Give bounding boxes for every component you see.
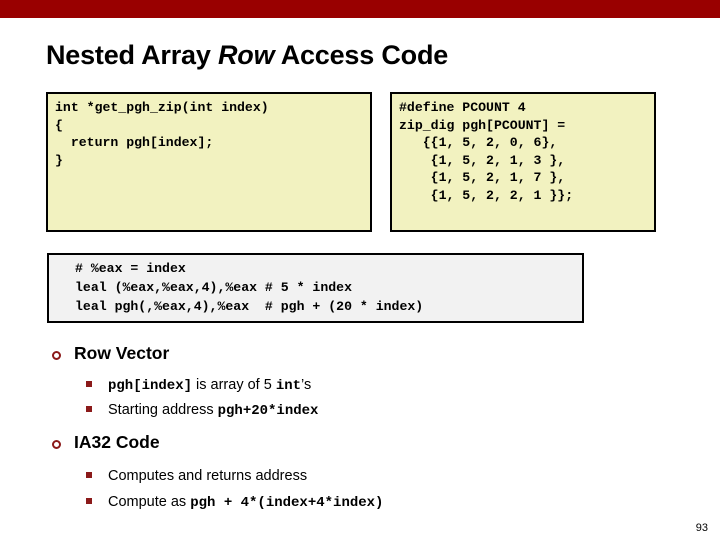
text-span-is-array-of: is array of 5 <box>192 377 276 393</box>
subbullet-computes-returns-address: Computes and returns address <box>86 467 307 485</box>
page-title: Nested Array Row Access Code <box>46 40 686 71</box>
title-italic-word: Row <box>217 40 275 70</box>
bullet-ia32-code-label: IA32 Code <box>74 432 160 452</box>
subbullet-text: Compute as pgh + 4*(index+4*index) <box>108 494 383 511</box>
code-span-int: int <box>275 378 302 394</box>
square-bullet-icon <box>86 401 108 419</box>
subbullet-text: Starting address pgh+20*index <box>108 402 318 419</box>
subbullet-text: Computes and returns address <box>108 468 308 484</box>
text-span-starting-address: Starting address <box>108 402 218 418</box>
subbullet-compute-as-expression: Compute as pgh + 4*(index+4*index) <box>86 493 383 511</box>
bullet-row-vector: Row Vector <box>52 343 169 364</box>
subbullet-text: pgh[index] is array of 5 int’s <box>108 377 311 394</box>
square-bullet-icon <box>86 376 108 394</box>
bullet-ia32-code: IA32 Code <box>52 432 160 453</box>
top-accent-bar <box>0 0 720 18</box>
subbullet-pgh-index-array: pgh[index] is array of 5 int’s <box>86 376 311 394</box>
c-source-code-box: int *get_pgh_zip(int index) { return pgh… <box>46 92 372 232</box>
code-span-pgh-offset: pgh+20*index <box>217 403 319 419</box>
square-bullet-icon <box>86 467 108 485</box>
ring-bullet-icon <box>52 347 74 362</box>
title-suffix: Access Code <box>274 40 449 70</box>
page-number: 93 <box>695 522 708 534</box>
code-span-pgh-expression: pgh + 4*(index+4*index) <box>190 495 384 511</box>
text-span-possessive: ’s <box>301 377 312 393</box>
ring-bullet-icon <box>52 436 74 451</box>
assembly-code-box: # %eax = index leal (%eax,%eax,4),%eax #… <box>47 253 584 323</box>
bullet-row-vector-label: Row Vector <box>74 343 170 363</box>
code-span-pgh-index: pgh[index] <box>108 378 193 394</box>
subbullet-starting-address: Starting address pgh+20*index <box>86 401 318 419</box>
square-bullet-icon <box>86 493 108 511</box>
array-declaration-code-box: #define PCOUNT 4 zip_dig pgh[PCOUNT] = {… <box>390 92 656 232</box>
text-span-compute-as: Compute as <box>108 494 191 510</box>
title-prefix: Nested Array <box>46 40 218 70</box>
